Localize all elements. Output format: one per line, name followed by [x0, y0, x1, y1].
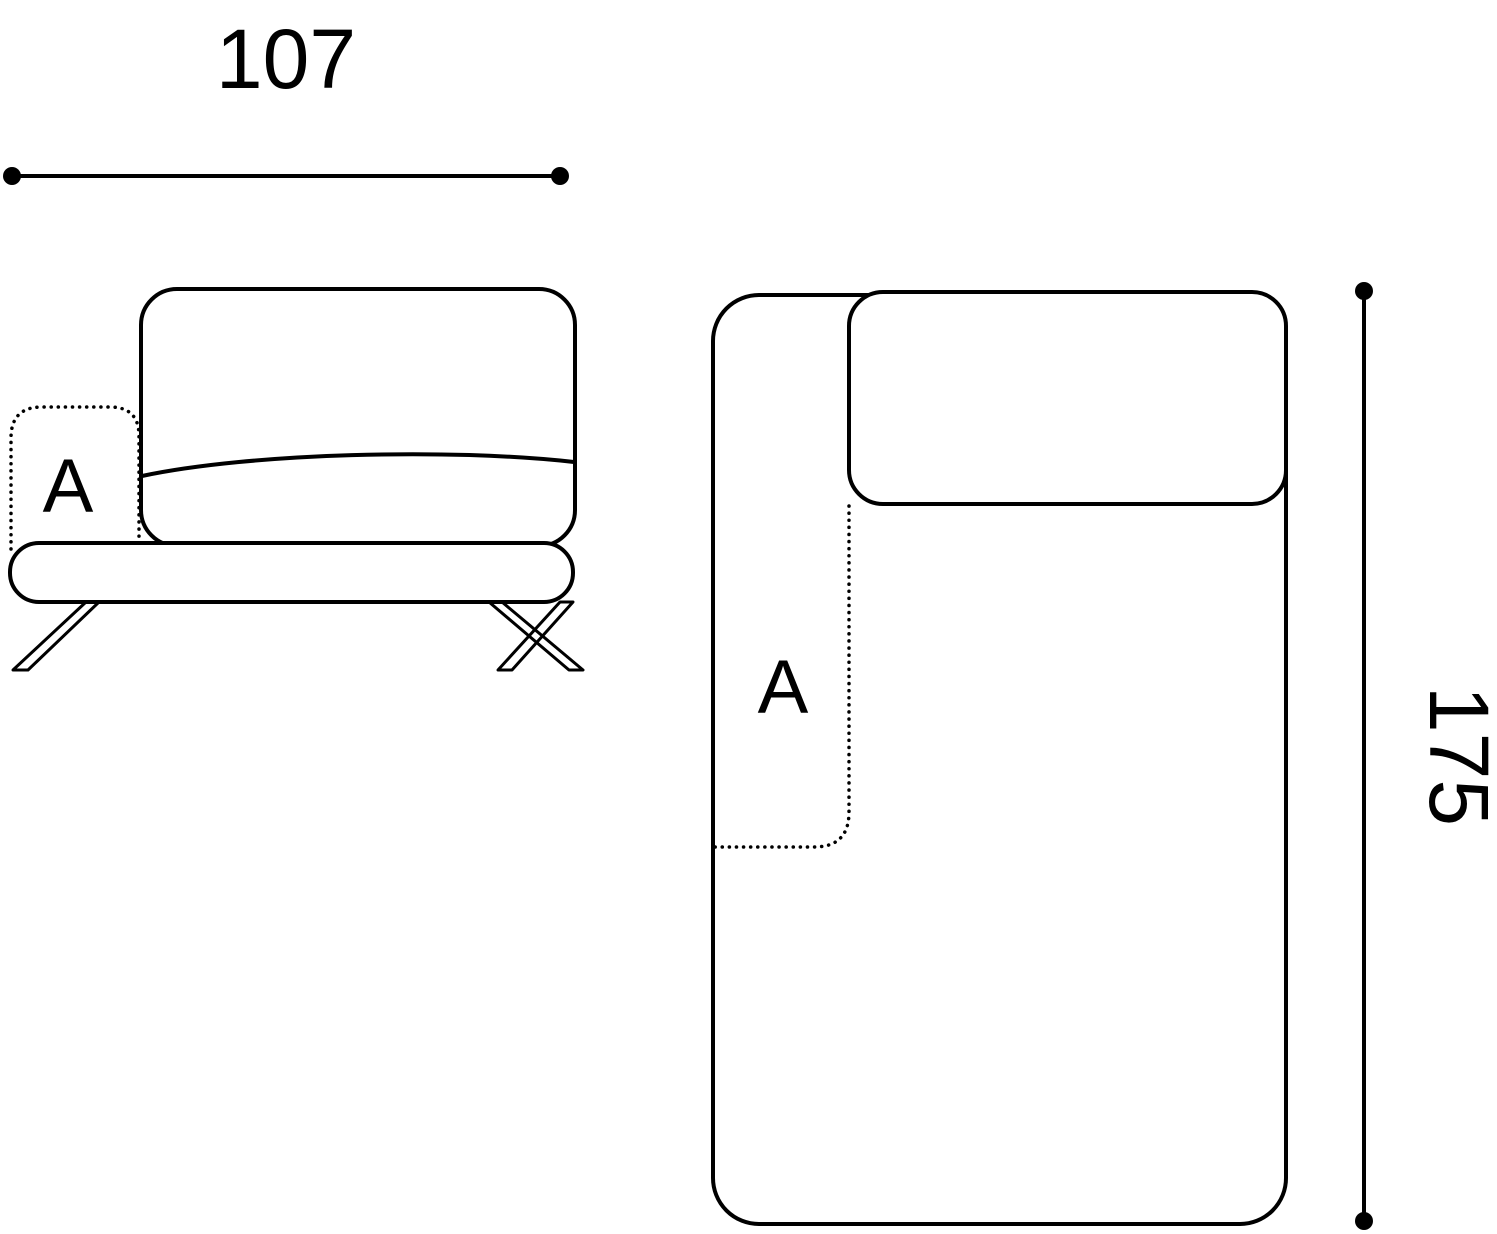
front-armrest-dotted-outline	[9, 405, 141, 551]
front-backrest-outline	[139, 287, 577, 548]
width-dimension-endpoint-dot-left	[3, 167, 21, 185]
depth-dimension-endpoint-dot-top	[1355, 282, 1373, 300]
linework-group	[3, 167, 1373, 1230]
width-dimension-label: 107	[216, 12, 356, 106]
front-right-leg-outer	[487, 600, 585, 672]
front-armrest-label: A	[43, 444, 94, 529]
depth-dimension-label: 175	[1412, 686, 1497, 826]
front-right-leg-inner	[496, 600, 575, 672]
width-dimension-endpoint-dot-right	[551, 167, 569, 185]
front-left-leg	[11, 600, 101, 672]
front-seat-cushion-line	[140, 452, 576, 478]
top-backrest-outline	[847, 290, 1288, 506]
front-base-outline	[8, 541, 575, 604]
depth-dimension	[1355, 282, 1373, 1230]
labels-group: 107 A A 175	[43, 12, 1497, 826]
top-view	[711, 290, 1288, 1226]
top-armrest-label: A	[758, 645, 809, 730]
top-armrest-dotted-outline	[713, 504, 851, 849]
depth-dimension-endpoint-dot-bottom	[1355, 1212, 1373, 1230]
front-view	[8, 287, 585, 672]
width-dimension	[3, 167, 569, 185]
